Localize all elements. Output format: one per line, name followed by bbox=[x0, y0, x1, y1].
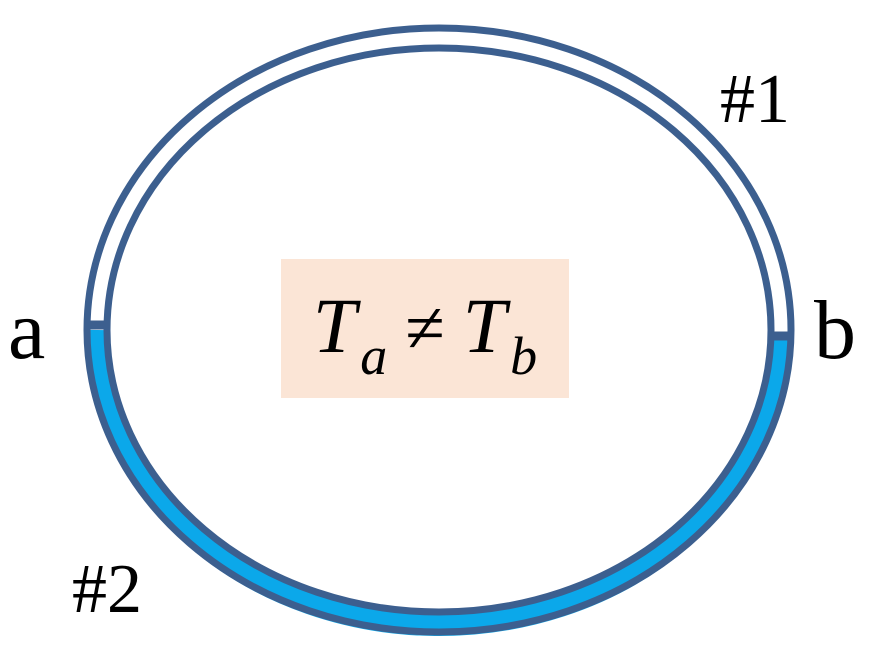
wire-2-band bbox=[86, 329, 792, 636]
ring-inner-edge bbox=[103, 44, 775, 616]
junction-a-label: a bbox=[8, 284, 45, 377]
wire-1-label: #1 bbox=[720, 61, 790, 138]
equation-operator: ≠ bbox=[405, 288, 445, 368]
equation: T a ≠ T b bbox=[313, 282, 537, 386]
wire-2-label: #2 bbox=[72, 551, 142, 628]
ring-outer-edge bbox=[83, 24, 795, 636]
equation-right-subscript: b bbox=[510, 326, 537, 386]
equation-right-symbol: T bbox=[463, 282, 511, 369]
junction-b-label: b bbox=[814, 284, 856, 377]
equation-left-symbol: T bbox=[313, 282, 361, 369]
equation-box bbox=[281, 259, 569, 398]
equation-left-subscript: a bbox=[360, 326, 387, 386]
